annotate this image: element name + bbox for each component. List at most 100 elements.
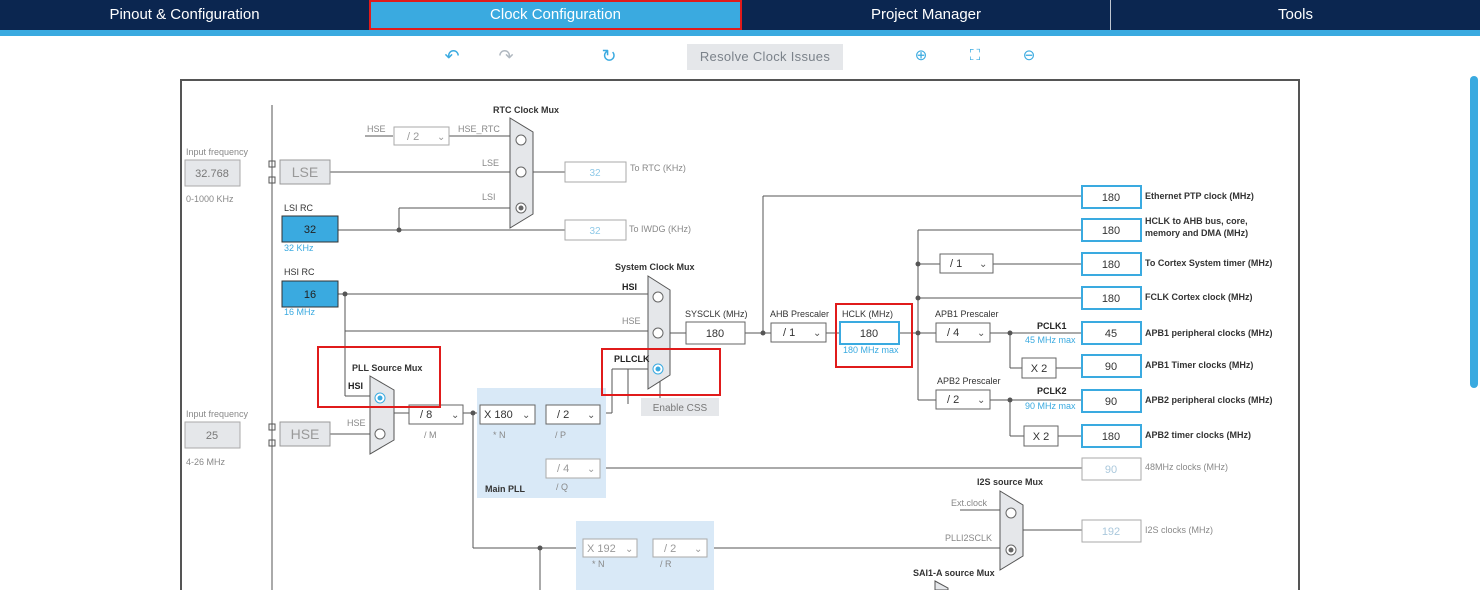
- apb1-prescaler-select[interactable]: [935, 322, 991, 343]
- pll-src-hsi-label: HSI: [348, 381, 363, 391]
- i2s-source-mux[interactable]: [999, 490, 1024, 571]
- rtc-hse-divider-select[interactable]: [393, 126, 450, 146]
- redo-icon[interactable]: ↷: [498, 46, 514, 66]
- enable-css-button[interactable]: [641, 398, 719, 416]
- tab-clock-configuration[interactable]: Clock Configuration: [369, 0, 742, 30]
- fclk-output-value: 180: [1102, 293, 1120, 305]
- ethernet-ptp-output-field[interactable]: [1081, 185, 1142, 209]
- apb1-peripheral-output-value: 45: [1105, 328, 1117, 340]
- sysclk-field[interactable]: [685, 321, 746, 345]
- pll-m-divider-select[interactable]: [408, 404, 464, 425]
- rtc-lse-label: LSE: [482, 158, 499, 168]
- hclk-ahb-output-field[interactable]: [1081, 218, 1142, 242]
- apb2-timer-output-label: APB2 timer clocks (MHz): [1145, 430, 1251, 440]
- pclk1-label: PCLK1: [1037, 321, 1067, 331]
- lsi-rc-title: LSI RC: [284, 203, 314, 213]
- sysmux-hsi-radio[interactable]: [652, 291, 664, 303]
- usb-48mhz-output-field[interactable]: [1081, 457, 1142, 481]
- sai1a-source-mux[interactable]: [934, 580, 949, 590]
- lse-range-label: 0-1000 KHz: [186, 194, 234, 204]
- lsi-rc-value: 32: [304, 224, 316, 236]
- apb1-timer-output-field[interactable]: [1081, 354, 1142, 378]
- lse-block[interactable]: [279, 159, 331, 185]
- pll-n-label: * N: [493, 430, 506, 440]
- apb2-timer-output-value: 180: [1102, 431, 1120, 443]
- plli2s-r-divider-select[interactable]: [652, 538, 708, 558]
- apb1-peripheral-output-field[interactable]: [1081, 321, 1142, 345]
- hsi-rc-block[interactable]: [281, 280, 339, 308]
- apb2-timer-multiplier: [1023, 425, 1059, 447]
- hclk-value: 180: [860, 328, 878, 340]
- tab-project-manager[interactable]: Project Manager: [742, 0, 1111, 30]
- hse-input-frequency-field[interactable]: [184, 421, 241, 449]
- i2s-mux-ext-radio[interactable]: [1005, 507, 1017, 519]
- lse-input-frequency-field[interactable]: [184, 159, 241, 187]
- apb2-peripheral-output-field[interactable]: [1081, 389, 1142, 413]
- zoom-in-icon[interactable]: ⊕: [914, 47, 928, 64]
- i2s-plli2sclk-label: PLLI2SCLK: [945, 533, 992, 543]
- usb-48mhz-output-label: 48MHz clocks (MHz): [1145, 462, 1228, 472]
- zoom-out-icon[interactable]: ⊖: [1022, 47, 1036, 64]
- undo-icon[interactable]: ↶: [444, 46, 460, 66]
- usb-48mhz-output-value: 90: [1105, 464, 1117, 476]
- resolve-clock-issues-button[interactable]: Resolve Clock Issues: [687, 44, 843, 70]
- apb2-prescaler-select[interactable]: [935, 389, 991, 410]
- highlight-pll-source-mux: [317, 346, 441, 408]
- lsi-rc-block[interactable]: [281, 215, 339, 243]
- pll-q-divider-value: / 4: [557, 463, 569, 475]
- hclk-max-label: 180 MHz max: [843, 345, 899, 355]
- enable-css-label: Enable CSS: [653, 403, 708, 414]
- plli2s-r-divider-value: / 2: [664, 543, 676, 555]
- pll-n-multiplier-value: X 180: [484, 409, 513, 421]
- hclk-ahb-output-value: 180: [1102, 225, 1120, 237]
- pclk2-label: PCLK2: [1037, 386, 1067, 396]
- fclk-output-label: FCLK Cortex clock (MHz): [1145, 292, 1253, 302]
- rtc-output-field[interactable]: [564, 161, 627, 183]
- cortex-timer-output-field[interactable]: [1081, 252, 1142, 276]
- pll-p-divider-select[interactable]: [545, 404, 601, 425]
- sai1a-source-mux-title: SAI1-A source Mux: [913, 568, 995, 578]
- apb2-max-label: 90 MHz max: [1025, 401, 1076, 411]
- refresh-icon[interactable]: ↻: [601, 46, 617, 66]
- apb2-timer-multiplier-value: X 2: [1033, 431, 1050, 443]
- i2s-output-field[interactable]: [1081, 519, 1142, 543]
- iwdg-output-label: To IWDG (KHz): [629, 224, 691, 234]
- chevron-down-icon: ⌄: [813, 328, 821, 339]
- ahb-prescaler-value: / 1: [783, 327, 795, 339]
- lse-input-frequency-label: Input frequency: [186, 147, 249, 157]
- fit-screen-icon[interactable]: ⛶: [969, 47, 981, 64]
- rtc-mux-lse-radio[interactable]: [515, 166, 527, 178]
- ahb-prescaler-select[interactable]: [770, 322, 827, 343]
- sysmux-hse-radio[interactable]: [652, 327, 664, 339]
- cortex-timer-divider-select[interactable]: [939, 253, 994, 274]
- ethernet-ptp-output-label: Ethernet PTP clock (MHz): [1145, 191, 1254, 201]
- chevron-down-icon: ⌄: [587, 464, 595, 475]
- ethernet-ptp-output-value: 180: [1102, 192, 1120, 204]
- plli2s-n-multiplier-select[interactable]: [582, 538, 638, 558]
- apb2-timer-output-field[interactable]: [1081, 424, 1142, 448]
- pll-q-divider-select[interactable]: [545, 458, 601, 479]
- pll-src-hse-radio[interactable]: [374, 428, 386, 440]
- cortex-timer-output-label: To Cortex System timer (MHz): [1145, 258, 1272, 268]
- rtc-hse-divider-value: / 2: [407, 131, 419, 143]
- main-pll-title: Main PLL: [485, 484, 526, 494]
- iwdg-output-field[interactable]: [564, 219, 627, 241]
- tab-tools[interactable]: Tools: [1277, 6, 1314, 23]
- pll-p-divider-value: / 2: [557, 409, 569, 421]
- highlight-hclk-input: [835, 303, 913, 368]
- cortex-timer-output-value: 180: [1102, 259, 1120, 271]
- rtc-mux-hse-radio[interactable]: [515, 134, 527, 146]
- fclk-output-field[interactable]: [1081, 286, 1142, 310]
- hse-input-frequency-value: 25: [206, 430, 218, 442]
- apb1-prescaler-value: / 4: [947, 327, 959, 339]
- hse-block[interactable]: [279, 421, 331, 447]
- pll-src-hsi-radio-dot: [377, 395, 383, 401]
- vertical-scrollbar[interactable]: [1470, 76, 1478, 388]
- hclk-input[interactable]: [839, 321, 900, 345]
- sysmux-pllclk-radio-dot: [655, 366, 661, 372]
- hse-label: HSE: [291, 426, 320, 442]
- apb1-prescaler-label: APB1 Prescaler: [935, 309, 999, 319]
- pll-n-multiplier-select[interactable]: [479, 404, 536, 425]
- chevron-down-icon: ⌄: [977, 328, 985, 339]
